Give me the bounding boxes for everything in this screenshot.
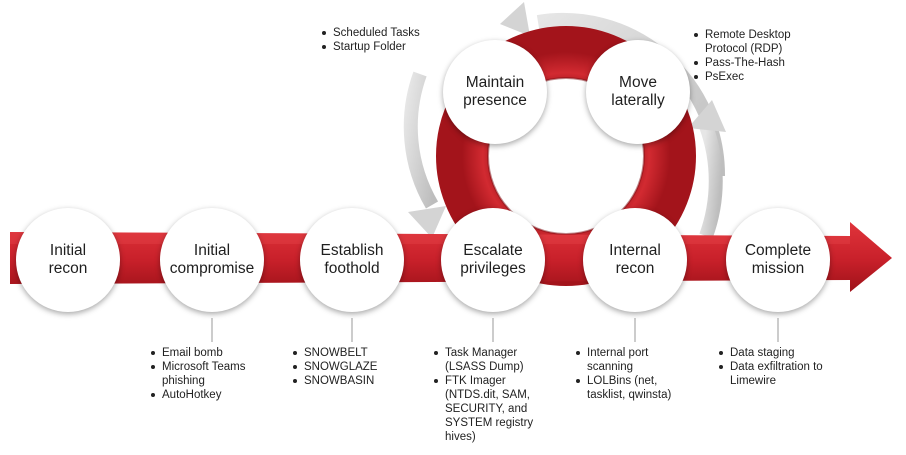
note-item: SNOWGLAZE [292,360,377,374]
node-label: Establish foothold [320,242,384,277]
note-item: Scheduled Tasks [321,26,420,40]
cycle-arrow-right-head [688,100,726,132]
node-label: Maintain presence [463,74,527,109]
note-item: LOLBins (net, tasklist, qwinsta) [575,374,671,402]
note-item: Pass-The-Hash [693,56,791,70]
notes-escalate-privileges: Task Manager (LSASS Dump) FTK Imager (NT… [433,346,533,444]
node-label: Move laterally [611,74,665,109]
node-maintain-presence: Maintain presence [443,40,547,144]
node-label: Internal recon [609,242,661,277]
node-internal-recon: Internal recon [583,208,687,312]
cycle-arrow-right [699,123,723,239]
notes-move-laterally: Remote Desktop Protocol (RDP) Pass-The-H… [693,28,791,84]
node-establish-foothold: Establish foothold [300,208,404,312]
notes-internal-recon: Internal port scanning LOLBins (net, tas… [575,346,671,402]
note-item: Task Manager (LSASS Dump) [433,346,533,374]
note-item: AutoHotkey [150,388,246,402]
node-initial-compromise: Initial compromise [160,208,264,312]
notes-establish-foothold: SNOWBELT SNOWGLAZE SNOWBASIN [292,346,377,388]
node-label: Complete mission [744,242,812,277]
note-item: SNOWBELT [292,346,377,360]
cycle-arrow-bottom-head [408,206,446,238]
note-item: Internal port scanning [575,346,671,374]
note-item: Data staging [718,346,823,360]
node-initial-recon: Initial recon [16,208,120,312]
node-label: Initial compromise [169,242,255,277]
note-item: Microsoft Teams phishing [150,360,246,388]
note-item: Startup Folder [321,40,420,54]
notes-initial-compromise: Email bomb Microsoft Teams phishing Auto… [150,346,246,402]
note-item: SNOWBASIN [292,374,377,388]
note-item: Remote Desktop Protocol (RDP) [693,28,791,56]
notes-maintain-presence: Scheduled Tasks Startup Folder [321,26,420,54]
note-item: Email bomb [150,346,246,360]
node-escalate-privileges: Escalate privileges [441,208,545,312]
note-item: FTK Imager (NTDS.dit, SAM, SECURITY, and… [433,374,533,444]
cycle-arrow-top-head [500,2,530,36]
node-label: Initial recon [48,242,88,277]
note-item: Data exfiltration to Limewire [718,360,823,388]
node-move-laterally: Move laterally [586,40,690,144]
node-label: Escalate privileges [460,242,526,277]
cycle-arrow-bottom [403,71,439,209]
notes-complete-mission: Data staging Data exfiltration to Limewi… [718,346,823,388]
note-item: PsExec [693,70,791,84]
node-complete-mission: Complete mission [726,208,830,312]
